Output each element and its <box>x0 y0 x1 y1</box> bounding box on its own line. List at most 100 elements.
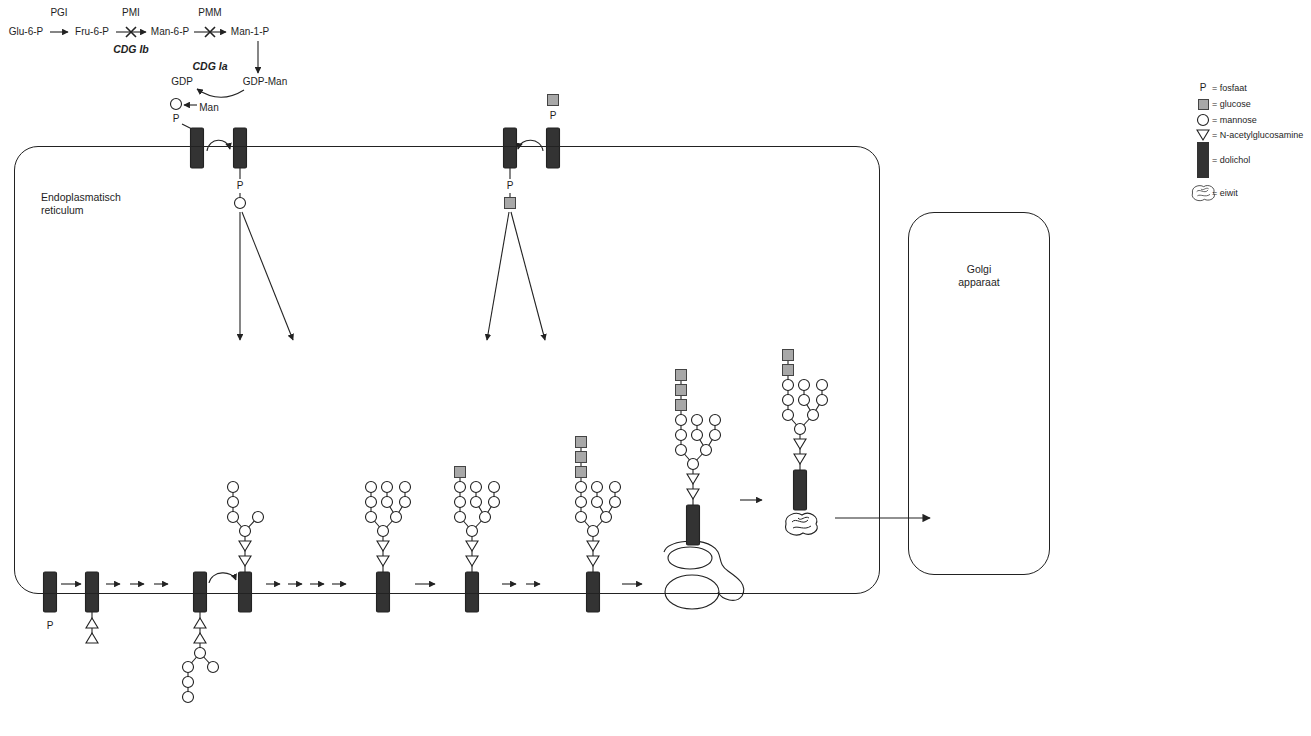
block-cross <box>126 27 136 37</box>
disease-label: CDG Ib <box>113 43 149 55</box>
man5-glycan <box>676 415 712 506</box>
organelle-box: Golgi apparaat <box>908 212 1050 575</box>
man5-glycan <box>455 482 491 573</box>
bond-line <box>509 168 510 179</box>
assembly-row <box>44 437 643 703</box>
mannose-symbol <box>171 99 182 110</box>
step-arrow <box>332 583 346 584</box>
enzyme-name: PMI <box>122 7 140 19</box>
dolichol-symbol <box>377 572 390 612</box>
metabolite-name: GDP-Man <box>243 76 287 88</box>
supply-arrow <box>242 212 293 340</box>
supply-arrow <box>239 212 240 340</box>
mannose-symbol <box>1198 115 1209 126</box>
bond-line <box>239 193 240 198</box>
enzyme-name: PMM <box>198 7 221 19</box>
protein-symbol <box>1192 186 1214 201</box>
exchange-arrow <box>197 89 244 97</box>
enzyme-name: PGI <box>50 7 67 19</box>
dolichol-phosphate-flip <box>171 95 560 341</box>
node-label: Endoplasmatisch reticulum <box>41 191 136 217</box>
supply-arrow <box>511 212 545 340</box>
step-arrow <box>288 583 302 584</box>
legend-swatch <box>1198 99 1209 110</box>
metabolite-name: Glu-6-P <box>9 26 43 38</box>
metabolite-name: GDP <box>171 76 193 88</box>
block-cross <box>205 27 215 37</box>
reaction-arrow <box>50 31 68 32</box>
ribosome-transfer <box>664 350 828 610</box>
glucose-cap <box>783 350 794 380</box>
man5-glycan <box>783 380 819 471</box>
man5-glycan <box>228 482 264 573</box>
step-arrow <box>266 583 280 584</box>
step-arrow <box>310 583 324 584</box>
mannose-symbol <box>235 198 246 209</box>
man9-extension <box>471 482 500 513</box>
bond-line <box>239 168 240 179</box>
phosphate-mark: P <box>237 180 244 192</box>
dolichol-symbol <box>86 572 99 612</box>
man5-glycan <box>183 612 219 703</box>
sugar-name: Man <box>199 102 218 114</box>
transport-arrow <box>835 517 930 518</box>
glcnac-symbol <box>1197 130 1209 140</box>
step-arrow <box>526 583 540 584</box>
man9-extension <box>692 415 721 446</box>
ribosome-large <box>665 575 719 609</box>
step-arrow <box>154 583 168 584</box>
organelle-box: Endoplasmatisch reticulum <box>14 146 880 594</box>
glucose-symbol <box>505 198 516 209</box>
glucose-cap <box>455 467 466 482</box>
man5-glycan <box>183 612 219 703</box>
legend-text: = fosfaat <box>1212 83 1247 94</box>
dolichol-symbol <box>194 572 207 612</box>
legend-text: = mannose <box>1212 115 1257 126</box>
glucose-symbol <box>548 95 559 106</box>
legend-samples <box>1192 115 1214 201</box>
glucose-cap <box>676 370 687 415</box>
phosphate-mark: P <box>173 113 180 125</box>
dolichol-symbol <box>44 572 57 612</box>
ribosome-small <box>668 547 712 569</box>
legend-text: = glucose <box>1212 99 1251 110</box>
metabolite-name: Man-6-P <box>151 26 189 38</box>
dolichol-symbol <box>239 572 252 612</box>
dolichol-symbol <box>587 572 600 612</box>
protein-symbol <box>786 513 818 535</box>
metabolite-name: Man-1-P <box>231 26 269 38</box>
man5-glycan <box>366 482 402 573</box>
legend-swatch <box>1197 142 1209 178</box>
step-arrow <box>740 499 762 500</box>
man9-extension <box>799 380 828 411</box>
bond-line <box>509 193 510 198</box>
protein-symbol <box>1192 186 1214 201</box>
nascent-protein <box>664 541 744 600</box>
step-arrow <box>502 583 516 584</box>
metabolite-name: Fru-6-P <box>75 26 109 38</box>
dolichol-symbol <box>687 505 700 545</box>
glucose-cap <box>576 437 587 482</box>
dolichol-symbol <box>466 572 479 612</box>
step-arrow <box>415 583 435 584</box>
glcnac-pair <box>86 612 98 643</box>
phosphate-mark: P <box>507 180 514 192</box>
reaction-arrow <box>257 41 258 73</box>
phosphate-mark: P <box>1200 82 1207 94</box>
step-arrow <box>622 583 642 584</box>
man9-extension <box>592 482 621 513</box>
node-label: Golgi apparaat <box>948 263 1010 289</box>
transfer-arrow <box>184 104 197 105</box>
legend-text: = eiwit <box>1212 188 1238 199</box>
step-arrow <box>130 583 144 584</box>
dolichol-symbol <box>504 128 517 168</box>
dolichol-symbol <box>234 128 247 168</box>
supply-arrow <box>487 212 509 340</box>
dolichol-symbol <box>547 128 560 168</box>
man9-extension <box>382 482 411 513</box>
legend-text: = N-acetylglucosamine <box>1212 130 1303 141</box>
dolichol-symbol <box>794 470 807 510</box>
